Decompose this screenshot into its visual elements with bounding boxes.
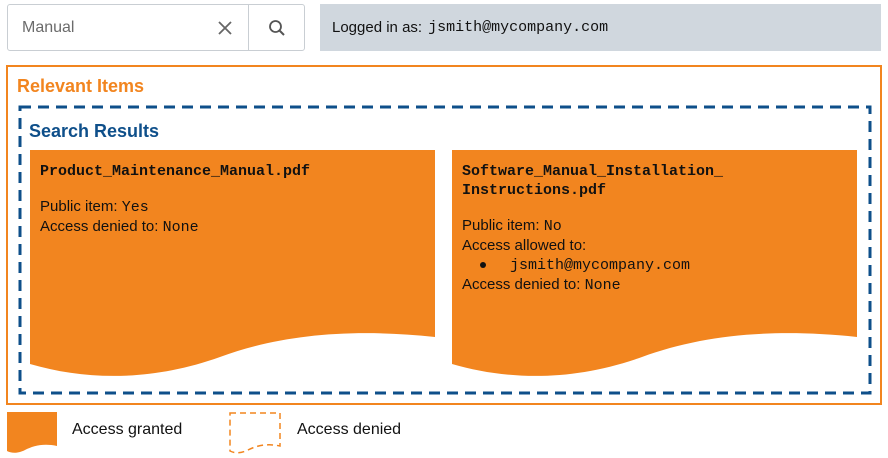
search-divider [248, 5, 249, 50]
bullet-icon [480, 262, 486, 268]
list-item: jsmith@mycompany.com [480, 255, 847, 275]
result-card[interactable]: Software_Manual_Installation_ Instructio… [452, 150, 857, 380]
legend-granted-swatch [7, 412, 57, 453]
allowed-user: jsmith@mycompany.com [510, 257, 691, 274]
legend-granted-label: Access granted [72, 421, 183, 438]
file-name-line-2: Instructions.pdf [462, 182, 607, 199]
search-results-title: Search Results [29, 121, 160, 141]
close-icon [218, 21, 232, 35]
login-label: Logged in as: [332, 19, 423, 36]
access-denied-value: None [584, 277, 621, 294]
public-item-row: Public item: No [462, 216, 847, 236]
access-denied-row: Access denied to: None [40, 217, 425, 237]
public-item-value: No [543, 218, 562, 235]
search-button[interactable] [249, 5, 305, 50]
public-item-value: Yes [121, 199, 149, 216]
document-shape [452, 150, 857, 376]
relevant-items-title: Relevant Items [17, 76, 145, 96]
public-item-label: Public item: [462, 217, 540, 234]
public-item-label: Public item: [40, 198, 118, 215]
login-banner: Logged in as: jsmith@mycompany.com [320, 4, 881, 51]
access-denied-value: None [162, 219, 199, 236]
legend-denied-label: Access denied [297, 421, 402, 438]
login-user: jsmith@mycompany.com [428, 19, 609, 36]
result-card[interactable]: Product_Maintenance_Manual.pdf Public it… [30, 150, 435, 380]
access-denied-label: Access denied to: [40, 218, 159, 235]
file-name: Software_Manual_Installation_ Instructio… [462, 162, 847, 200]
access-denied-row: Access denied to: None [462, 275, 847, 295]
access-allowed-label: Access allowed to: [462, 237, 587, 254]
legend-denied-swatch [229, 412, 281, 454]
search-icon [269, 19, 285, 36]
search-results-border [18, 105, 872, 395]
search-input[interactable] [8, 5, 208, 50]
public-item-row: Public item: Yes [40, 197, 425, 217]
file-name: Product_Maintenance_Manual.pdf [40, 163, 311, 180]
access-denied-label: Access denied to: [462, 276, 581, 293]
relevant-items-box: Relevant Items Search Results Product_Ma… [6, 65, 882, 405]
document-shape [30, 150, 435, 376]
file-name-line-1: Software_Manual_Installation_ [462, 163, 724, 180]
allowed-users-list: jsmith@mycompany.com [462, 255, 847, 275]
clear-search-button[interactable] [212, 15, 238, 41]
search-box [7, 4, 305, 51]
